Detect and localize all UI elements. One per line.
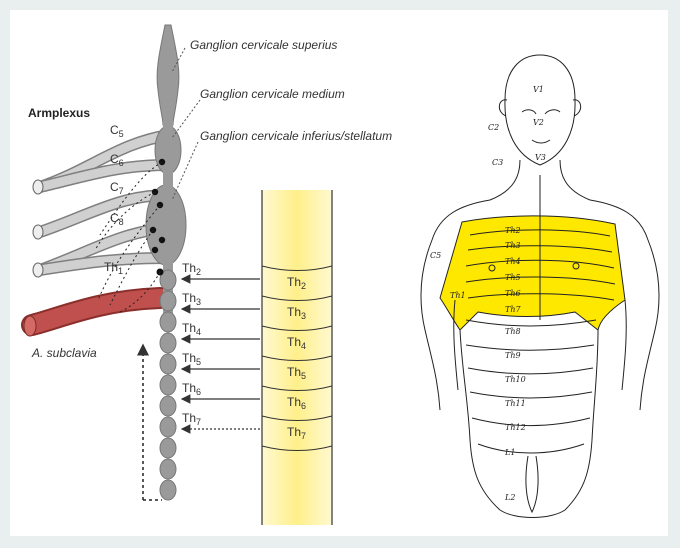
body-label-c5: C5 (430, 251, 441, 260)
chain-bead (160, 312, 176, 332)
chain-bead (160, 333, 176, 353)
chain-bead (160, 396, 176, 416)
nerve-end-3 (33, 263, 43, 277)
body-label-v1: V1 (533, 85, 544, 94)
body-label-l2: L2 (504, 493, 515, 502)
body-label-th7: Th7 (505, 305, 521, 314)
chain-bead (160, 291, 176, 311)
body-label-c3: C3 (492, 158, 503, 167)
chain-bead (160, 375, 176, 395)
chain-level-th6: Th6 (182, 381, 201, 397)
label-armplexus: Armplexus (28, 106, 90, 120)
chain-bead (160, 438, 176, 458)
body-label-c2: C2 (488, 123, 499, 132)
ascending-fiber-arrow (143, 345, 162, 500)
chain-level-th3: Th3 (182, 291, 201, 307)
root-c8: C8 (110, 211, 124, 227)
body-label-th3: Th3 (505, 241, 521, 250)
body-label-th4: Th4 (505, 257, 521, 266)
label-ganglion-superius: Ganglion cervicale superius (190, 38, 337, 52)
nerve-end-2 (33, 225, 43, 239)
body-label-v3: V3 (535, 153, 546, 162)
chain-bead (160, 480, 176, 500)
body-label-th10: Th10 (505, 375, 526, 384)
body-label-th11: Th11 (505, 399, 526, 408)
label-ganglion-inferius: Ganglion cervicale inferius/stellatum (200, 129, 392, 143)
ganglion-superius-shape (157, 25, 179, 125)
body-label-th12: Th12 (505, 423, 526, 432)
body-label-th1: Th1 (450, 291, 466, 300)
chain-level-th2: Th2 (182, 261, 201, 277)
chain-bead (160, 354, 176, 374)
body-label-th8: Th8 (505, 327, 521, 336)
chain-bead (160, 417, 176, 437)
chain-bead (160, 459, 176, 479)
label-subclavia: A. subclavia (31, 346, 97, 360)
body-label-th9: Th9 (505, 351, 521, 360)
label-ganglion-medium: Ganglion cervicale medium (200, 87, 345, 101)
nerve-end-1 (33, 180, 43, 194)
root-c5: C5 (110, 123, 124, 139)
root-c7: C7 (110, 180, 124, 196)
dermatome-highlight (440, 216, 625, 330)
body-label-th5: Th5 (505, 273, 521, 282)
body-label-th6: Th6 (505, 289, 521, 298)
chain-level-th4: Th4 (182, 321, 201, 337)
chain-level-th5: Th5 (182, 351, 201, 367)
subclavian-artery (24, 298, 160, 336)
body-label-th2: Th2 (505, 226, 521, 235)
chain-level-th7: Th7 (182, 411, 201, 427)
body-label-l1: L1 (504, 448, 515, 457)
body-label-v2: V2 (533, 118, 544, 127)
